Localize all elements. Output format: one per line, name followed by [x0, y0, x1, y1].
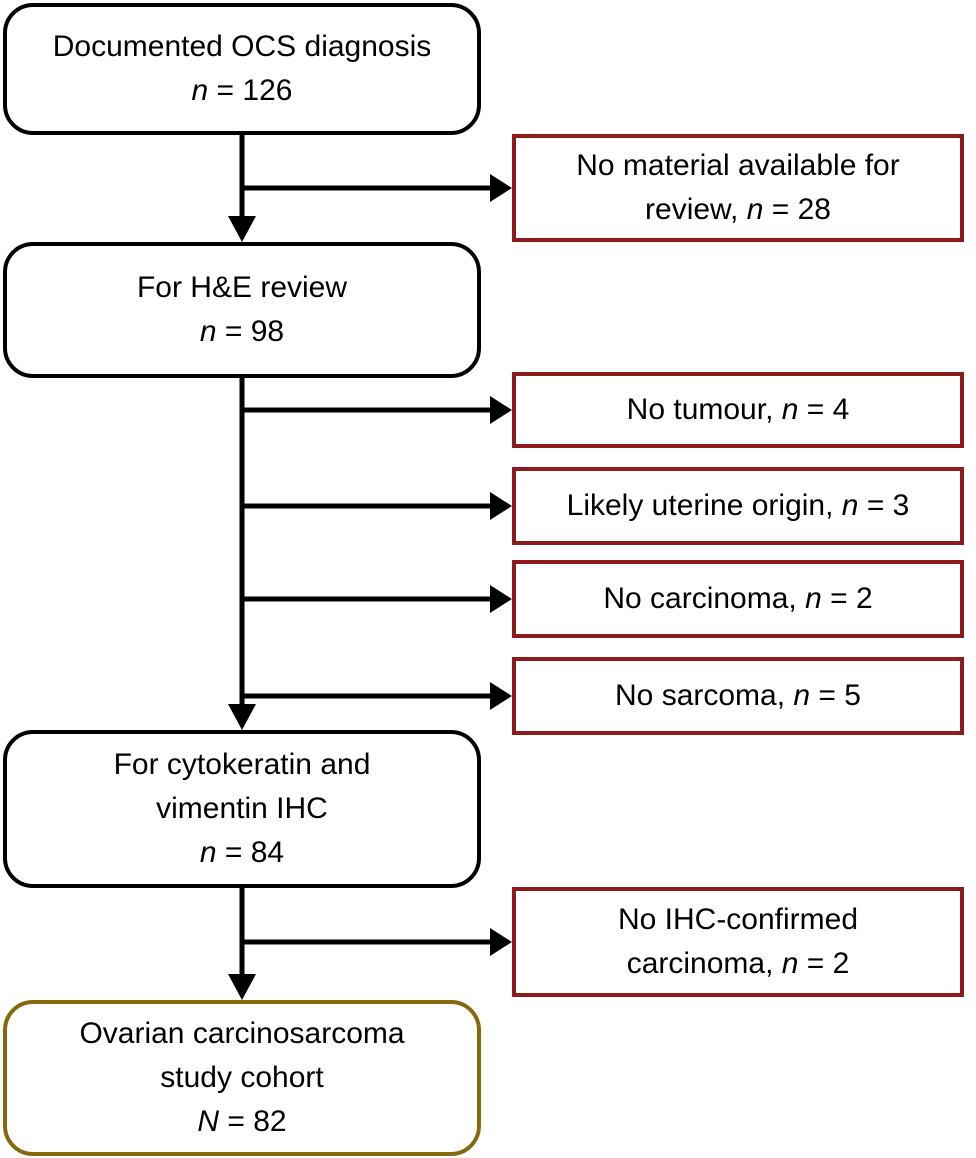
exclusion-line: No sarcoma, n = 5 [615, 674, 861, 718]
exclusion-line: No tumour, n = 4 [627, 388, 850, 432]
branch-arrow-no-sarcoma [242, 682, 512, 710]
box-count-line: N = 82 [197, 1100, 286, 1144]
box-count-line: n = 126 [192, 69, 293, 113]
branch-arrow-no-material [242, 174, 512, 202]
n-value: = 5 [810, 679, 861, 712]
n-value: = 2 [798, 947, 850, 980]
exclusion-line-1: No IHC-confirmed [617, 903, 859, 936]
box-cytokeratin-vimentin-ihc: For cytokeratin and vimentin IHC n = 84 [3, 730, 481, 888]
n-value: = 4 [798, 393, 850, 426]
exclusion-text: No tumour, [626, 393, 782, 426]
branch-arrow-no-ihc-carcinoma [242, 928, 512, 956]
branch-arrow-uterine-origin [242, 492, 512, 520]
box-count-line: n = 98 [200, 310, 284, 354]
n-symbol: n [781, 947, 799, 980]
exclusion-line: Likely uterine origin, n = 3 [567, 484, 910, 528]
n-symbol: n [793, 679, 811, 712]
arrow-documented-to-he [228, 135, 256, 242]
n-value: = 2 [821, 582, 873, 615]
exclusion-line: No carcinoma, n = 2 [603, 577, 872, 621]
box-documented-ocs-diagnosis: Documented OCS diagnosis n = 126 [3, 3, 481, 135]
box-excl-no-ihc-carcinoma: No IHC-confirmed carcinoma, n = 2 [512, 887, 964, 997]
box-excl-no-sarcoma: No sarcoma, n = 5 [512, 657, 964, 735]
n-symbol: n [841, 489, 859, 522]
n-symbol: n [781, 393, 799, 426]
branch-arrow-no-carcinoma [242, 585, 512, 613]
box-title-line-2: vimentin IHC [156, 792, 328, 825]
box-excl-uterine-origin: Likely uterine origin, n = 3 [512, 467, 964, 545]
box-title-line: Documented OCS diagnosis [52, 30, 432, 63]
exclusion-text: Likely uterine origin, [566, 489, 842, 522]
box-excl-no-tumour: No tumour, n = 4 [512, 372, 964, 448]
exclusion-text: review, [645, 193, 747, 226]
exclusion-text: No carcinoma, [603, 582, 806, 615]
arrow-he-to-ihc [228, 378, 256, 730]
box-excl-no-material: No material available for review, n = 28 [512, 134, 964, 242]
n-symbol: n [191, 74, 209, 107]
branch-arrow-no-tumour [242, 396, 512, 424]
box-title-line-2: study cohort [160, 1061, 324, 1094]
n-symbol: n [199, 315, 217, 348]
n-value: = 82 [219, 1105, 287, 1138]
n-value: = 28 [763, 193, 831, 226]
n-symbol: N [197, 1105, 220, 1138]
n-value: = 98 [216, 315, 285, 348]
box-excl-no-carcinoma: No carcinoma, n = 2 [512, 560, 964, 638]
box-count-line: n = 84 [200, 831, 284, 875]
box-title-line: For cytokeratin and [113, 748, 371, 781]
exclusion-line-1: No material available for [576, 149, 900, 182]
exclusion-line-2: review, n = 28 [645, 188, 831, 232]
n-value: = 84 [216, 836, 285, 869]
n-symbol: n [805, 582, 822, 615]
exclusion-text: carcinoma, [626, 947, 782, 980]
n-symbol: n [199, 836, 217, 869]
arrow-ihc-to-cohort [228, 888, 256, 1000]
box-study-cohort: Ovarian carcinosarcoma study cohort N = … [3, 1000, 481, 1156]
n-symbol: n [746, 193, 764, 226]
box-title-line: For H&E review [136, 271, 348, 304]
exclusion-line-2: carcinoma, n = 2 [627, 942, 850, 986]
n-value: = 126 [208, 74, 293, 107]
exclusion-text: No sarcoma, [615, 679, 794, 712]
box-title-line: Ovarian carcinosarcoma [79, 1017, 405, 1050]
n-value: = 3 [858, 489, 910, 522]
box-he-review: For H&E review n = 98 [3, 242, 481, 378]
